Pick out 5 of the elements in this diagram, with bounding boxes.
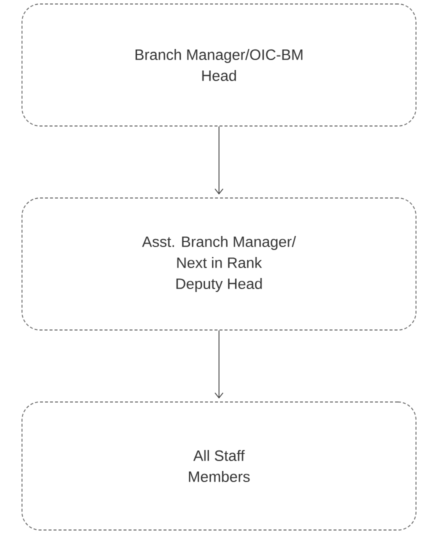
arrow — [214, 330, 224, 399]
process-box: Branch Manager/OIC-BM Head — [22, 4, 416, 126]
arrow — [214, 126, 224, 195]
process-box: Asst. Branch Manager/ Next in Rank Deputy Head — [22, 198, 416, 330]
process-box: All Staff Members — [22, 402, 416, 530]
